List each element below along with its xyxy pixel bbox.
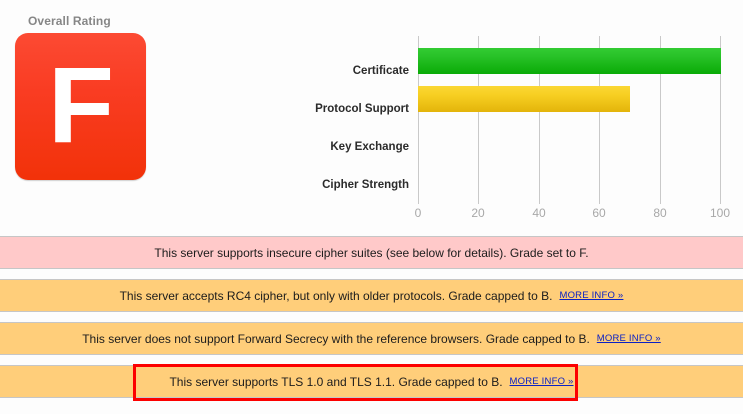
more-info-link[interactable]: MORE INFO » — [559, 290, 624, 301]
gridline-60 — [599, 36, 600, 204]
warning-banner-insecure-ciphers: This server supports insecure cipher sui… — [0, 236, 743, 269]
chart-label-protocol-support: Protocol Support — [315, 103, 409, 115]
chart-label-cipher-strength: Cipher Strength — [322, 179, 409, 191]
chart-x-axis: 0 20 40 60 80 100 — [414, 206, 730, 224]
warning-text: This server accepts RC4 cipher, but only… — [119, 288, 553, 303]
overall-rating-block: Overall Rating F — [15, 14, 315, 180]
warning-banner-rc4: This server accepts RC4 cipher, but only… — [0, 279, 743, 312]
gridline-0 — [418, 36, 419, 204]
warning-text: This server supports TLS 1.0 and TLS 1.1… — [169, 374, 503, 389]
chart-label-certificate: Certificate — [352, 65, 409, 77]
page-title: Overall Rating — [28, 14, 111, 28]
more-info-link[interactable]: MORE INFO » — [509, 376, 574, 387]
gridline-80 — [660, 36, 661, 204]
gridline-100 — [720, 36, 721, 204]
gridline-20 — [478, 36, 479, 204]
warnings-list: This server supports insecure cipher sui… — [0, 236, 743, 408]
warning-text: This server supports insecure cipher sui… — [154, 245, 589, 260]
xtick-20: 20 — [471, 206, 485, 220]
warning-banner-forward-secrecy: This server does not support Forward Sec… — [0, 322, 743, 355]
xtick-40: 40 — [532, 206, 546, 220]
chart-bar-protocol-support — [418, 86, 630, 112]
more-info-link[interactable]: MORE INFO » — [596, 333, 661, 344]
chart-plot-area — [418, 36, 721, 204]
chart-label-key-exchange: Key Exchange — [330, 141, 409, 153]
xtick-80: 80 — [653, 206, 667, 220]
warning-banner-tls-versions: This server supports TLS 1.0 and TLS 1.1… — [0, 364, 743, 401]
xtick-100: 100 — [709, 206, 731, 220]
grade-letter: F — [48, 43, 114, 165]
summary-section: Overall Rating F Certificate Protocol Su… — [15, 14, 740, 224]
score-bar-chart: Certificate Protocol Support Key Exchang… — [300, 14, 740, 224]
xtick-0: 0 — [414, 206, 422, 220]
grade-badge: F — [15, 33, 146, 180]
warning-text: This server does not support Forward Sec… — [82, 331, 590, 346]
chart-bar-certificate — [418, 48, 721, 74]
gridline-40 — [539, 36, 540, 204]
xtick-60: 60 — [592, 206, 606, 220]
